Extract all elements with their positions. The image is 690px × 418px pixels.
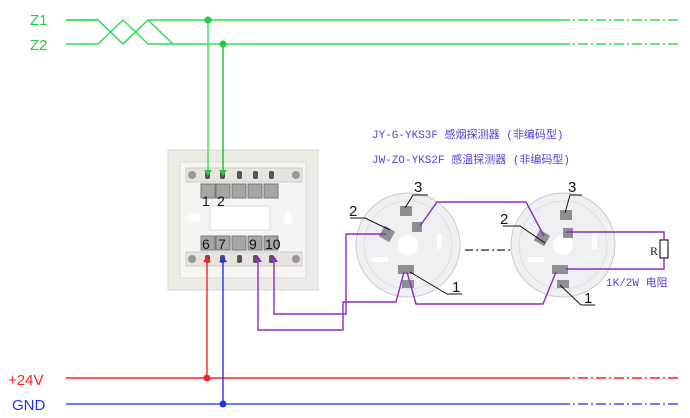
v24-arrow-icon (203, 256, 211, 262)
d2-callout-3-leader (564, 194, 582, 214)
z2-arrow-icon (219, 170, 227, 176)
resistor-label: R (650, 244, 658, 258)
wire-d2-1-to-r (566, 258, 665, 270)
d1-callout-2: 2 (349, 203, 357, 220)
terminal-1-label: 1 (202, 193, 210, 209)
terminal-10-label: 10 (265, 236, 281, 252)
terminal-6-label: 6 (202, 236, 210, 252)
d1-callout-1: 1 (452, 279, 460, 296)
z1-conductor (66, 19, 560, 45)
z2-junction (219, 40, 227, 48)
d1-callout-3-leader (404, 194, 428, 209)
resistor-note: 1K/2W 电阻 (606, 276, 668, 290)
d2-callout-1-leader (559, 284, 595, 306)
wire-d2-3-to-r (566, 231, 665, 240)
caption-heat-detector: JW-ZO-YKS2F 感温探测器 (非编码型) (372, 152, 570, 167)
d1-callout-2-leader (350, 217, 391, 231)
wire-terminal10 (273, 233, 386, 315)
wire-terminal9 (257, 258, 405, 331)
d1-callout-3: 3 (414, 179, 422, 196)
d2-callout-2-leader (503, 225, 546, 244)
v24-label: +24V (8, 372, 43, 389)
z2-label: Z2 (30, 37, 48, 54)
input-module (167, 149, 319, 291)
z2-conductor (66, 19, 560, 45)
terminal10-arrow-icon (270, 256, 278, 262)
d2-callout-2: 2 (500, 211, 508, 228)
terminal9-arrow-icon (254, 256, 262, 262)
resistor-symbol (659, 239, 669, 259)
z1-junction (204, 16, 212, 24)
terminal-2-label: 2 (217, 193, 225, 209)
detector-base-2 (510, 192, 616, 298)
wire-d1-1-to-d2-1 (406, 271, 557, 305)
terminal-7-label: 7 (218, 236, 226, 252)
gnd-label: GND (12, 397, 46, 414)
gnd-arrow-icon (219, 256, 227, 262)
v24-junction (203, 374, 211, 382)
wire-d1-3-to-d2-2 (419, 201, 545, 237)
d2-callout-1: 1 (584, 290, 592, 307)
detector-base-1 (355, 192, 461, 298)
d1-callout-1-leader (409, 271, 462, 295)
d2-callout-3: 3 (568, 179, 576, 196)
gnd-junction (219, 400, 227, 408)
terminal-9-label: 9 (249, 236, 257, 252)
caption-smoke-detector: JY-G-YKS3F 感烟探测器 (非编码型) (372, 127, 563, 142)
z1-label: Z1 (30, 12, 48, 29)
z1-arrow-icon (204, 170, 212, 176)
